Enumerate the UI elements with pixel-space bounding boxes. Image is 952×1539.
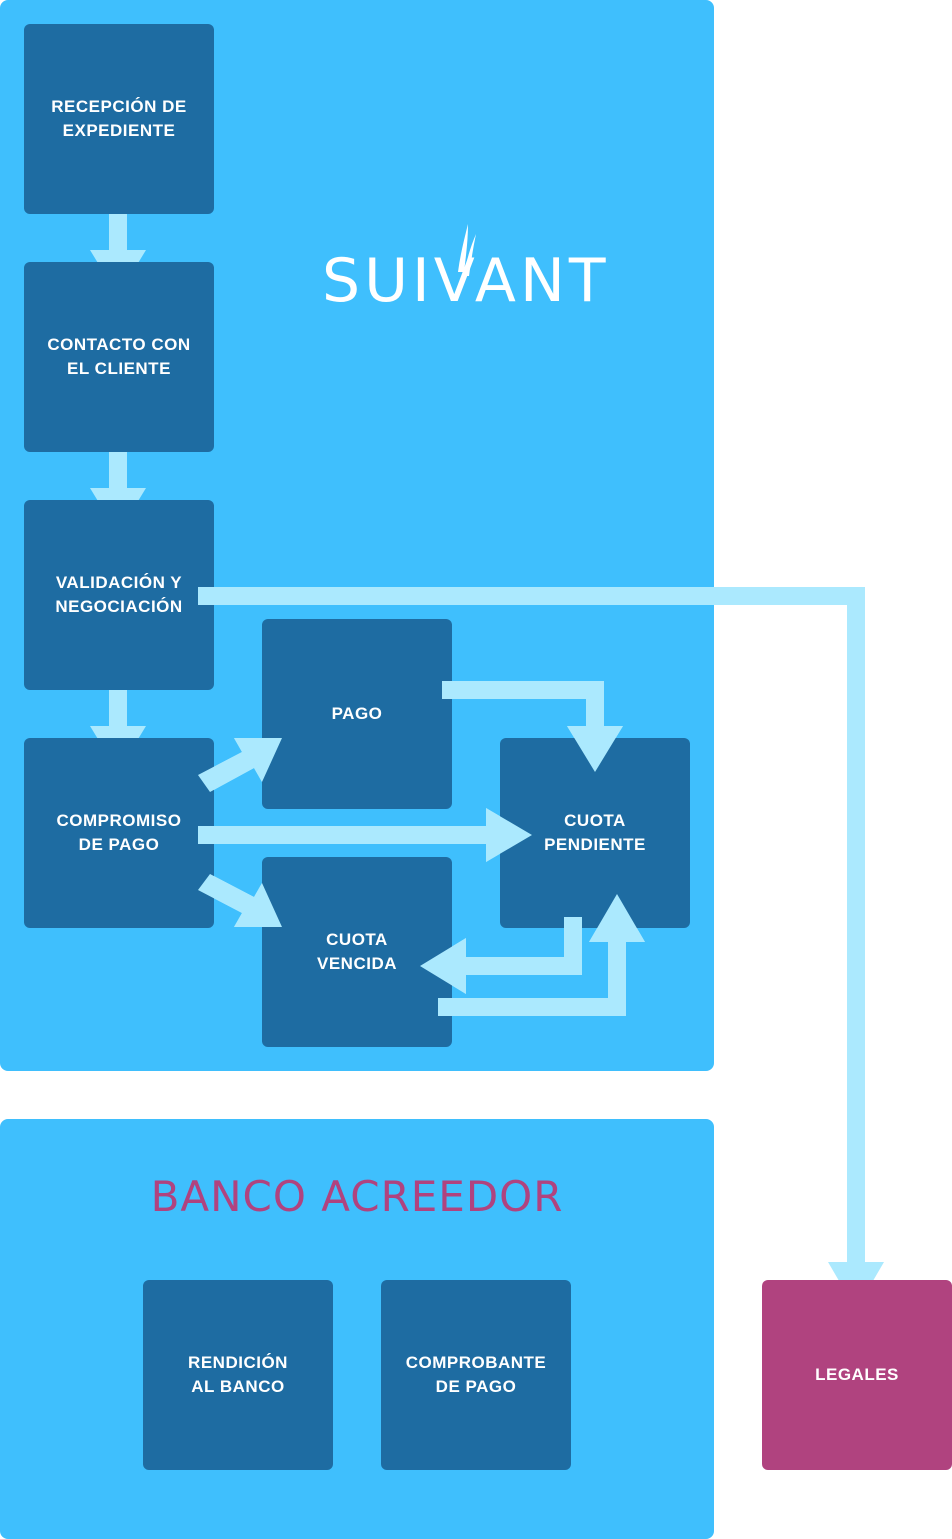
suivant-logo-text: SUIVANT — [322, 246, 610, 316]
box-contacto-cliente: CONTACTO CON EL CLIENTE — [24, 262, 214, 452]
arrow-compromiso-pendiente — [198, 808, 532, 862]
box-compromiso-pago: COMPROMISO DE PAGO — [24, 738, 214, 928]
arrow-recepcion-contacto — [90, 205, 146, 296]
box-validacion-negociacion: VALIDACIÓN Y NEGOCIACIÓN — [24, 500, 214, 690]
arrow-contacto-validacion — [90, 443, 146, 534]
box-rendicion-banco: RENDICIÓN AL BANCO — [143, 1280, 333, 1470]
bank-title: BANCO ACREEDOR — [150, 1172, 564, 1221]
box-pago: PAGO — [262, 619, 452, 809]
box-comprobante-pago: COMPROBANTE DE PAGO — [381, 1280, 571, 1470]
box-legales: LEGALES — [762, 1280, 952, 1470]
box-cuota-vencida: CUOTA VENCIDA — [262, 857, 452, 1047]
bank-panel — [0, 1119, 714, 1539]
box-cuota-pendiente: CUOTA PENDIENTE — [500, 738, 690, 928]
arrow-validacion-compromiso — [90, 681, 146, 772]
box-recepcion-expediente: RECEPCIÓN DE EXPEDIENTE — [24, 24, 214, 214]
